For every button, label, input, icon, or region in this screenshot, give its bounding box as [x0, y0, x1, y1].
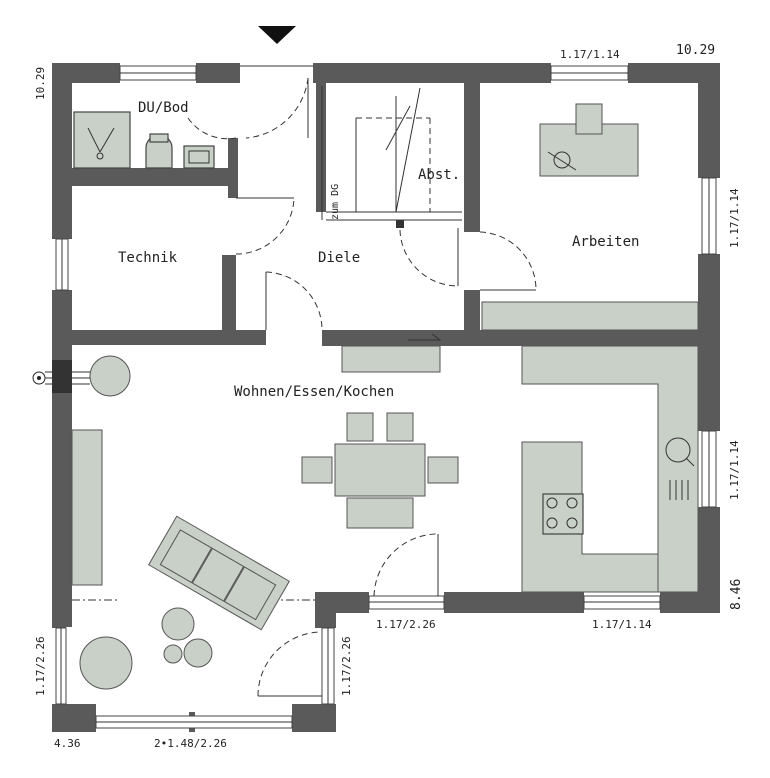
walls	[52, 63, 720, 732]
cooktop	[542, 493, 584, 535]
kitchen-island	[521, 441, 659, 593]
room-label-abst: Abst.	[418, 167, 460, 183]
room-label-technik: Technik	[118, 250, 178, 266]
doors	[72, 65, 537, 697]
furniture	[32, 103, 699, 690]
dim-window-top: 1.17/1.14	[560, 48, 620, 61]
dim-bottom-window: 2•1.48/2.26	[154, 737, 227, 750]
dim-right-bottom: 8.46	[729, 579, 744, 610]
chair	[386, 412, 414, 442]
stool	[183, 638, 213, 668]
dining-table	[334, 443, 426, 497]
stairs: zum DG	[321, 86, 462, 228]
dim-right-window-upper: 1.17/1.14	[728, 188, 741, 248]
shelf-arbeiten	[481, 301, 699, 331]
round-table	[79, 636, 133, 690]
dim-left-top: 10.29	[34, 67, 47, 100]
dim-bottom-left: 4.36	[54, 737, 81, 750]
stool	[161, 607, 195, 641]
dim-door-bottom: 1.17/2.26	[376, 618, 436, 631]
sofa	[148, 515, 290, 631]
room-label-bath: DU/Bod	[138, 100, 189, 116]
sideboard	[71, 429, 103, 586]
room-label-diele: Diele	[318, 250, 360, 266]
dim-bay-right: 1.17/2.26	[340, 636, 353, 696]
chair	[427, 456, 459, 484]
stove	[89, 355, 131, 397]
dim-left-lower: 1.17/2.26	[34, 636, 47, 696]
dim-top-right: 10.29	[676, 43, 715, 58]
chair	[346, 412, 374, 442]
dim-window-bottom: 1.17/1.14	[592, 618, 652, 631]
chair	[301, 456, 333, 484]
dining-bench	[346, 497, 414, 529]
entrance-arrow-icon	[258, 26, 296, 44]
bench	[341, 345, 441, 373]
desk-chair	[575, 103, 603, 135]
stool	[163, 644, 183, 664]
dim-right-window-lower: 1.17/1.14	[728, 440, 741, 500]
windows	[55, 65, 717, 729]
room-label-arbeiten: Arbeiten	[572, 234, 639, 250]
stairs-label: zum DG	[330, 184, 341, 220]
shower-tray	[73, 111, 131, 169]
gas-meter-icon	[32, 371, 90, 385]
room-label-living: Wohnen/Essen/Kochen	[234, 384, 394, 400]
